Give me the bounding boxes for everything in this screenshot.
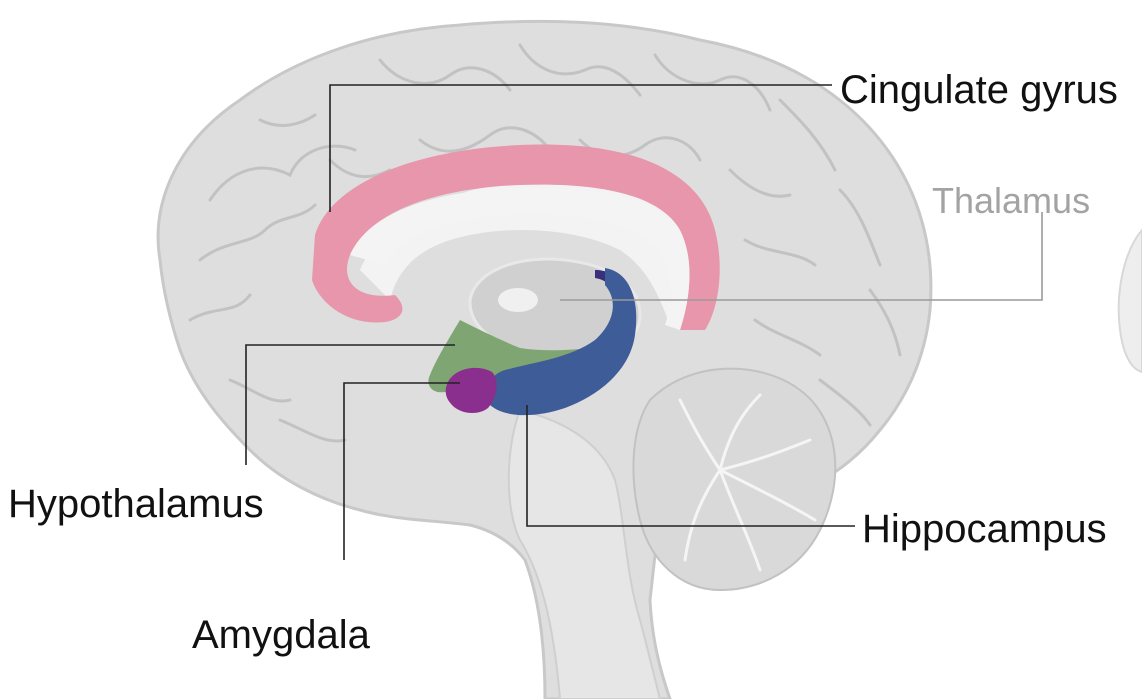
edge-brain-outline [1119,230,1142,372]
cerebellum [633,369,835,590]
thalamus-nucleus [498,288,538,312]
label-hypothalamus: Hypothalamus [8,484,264,524]
label-thalamus: Thalamus [932,183,1090,219]
label-amygdala: Amygdala [192,615,370,655]
label-hippocampus: Hippocampus [862,509,1107,549]
label-cingulate-gyrus: Cingulate gyrus [840,70,1118,110]
